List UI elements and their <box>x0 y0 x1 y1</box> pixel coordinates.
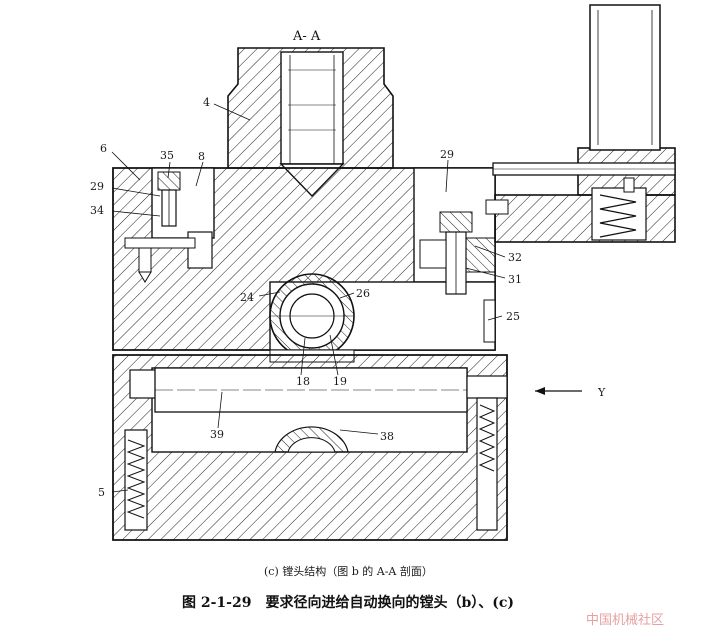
part-label-29-left: 29 <box>90 180 104 193</box>
part-label-39: 39 <box>210 428 224 441</box>
part-label-18: 18 <box>296 375 310 388</box>
part-label-19: 19 <box>333 375 347 388</box>
part-label-8: 8 <box>198 150 205 163</box>
spindle-boss <box>227 47 394 198</box>
y-direction-arrow <box>535 387 582 395</box>
lower-slide-housing <box>112 354 508 541</box>
sub-caption: (c) 镗头结构（图 b 的 A-A 剖面） <box>264 564 433 578</box>
part-label-35: 35 <box>160 149 174 162</box>
part-label-5: 5 <box>98 486 105 499</box>
part-label-24: 24 <box>240 291 254 304</box>
part-label-4: 4 <box>203 96 210 109</box>
part-label-26: 26 <box>356 287 370 300</box>
part-label-29-right: 29 <box>440 148 454 161</box>
part-label-6: 6 <box>100 142 107 155</box>
guide-bar <box>485 4 676 215</box>
figure-caption: 图 2-1-29 要求径向进给自动换向的镗头（b）、(c) <box>182 594 514 611</box>
section-label: A- A <box>292 29 321 44</box>
right-mechanism <box>419 211 496 343</box>
part-label-31: 31 <box>508 273 522 286</box>
left-mechanism <box>124 171 196 283</box>
gear-assembly <box>269 273 355 363</box>
axis-label-y: Y <box>597 386 606 399</box>
lower-springs <box>124 397 498 531</box>
part-label-38: 38 <box>380 430 394 443</box>
leader-lines <box>111 103 506 493</box>
watermark: 中国机械社区 <box>586 612 664 628</box>
part-label-34: 34 <box>90 204 104 217</box>
part-label-32: 32 <box>508 251 522 264</box>
part-label-25: 25 <box>506 310 520 323</box>
right-arm-bracket <box>494 147 676 243</box>
